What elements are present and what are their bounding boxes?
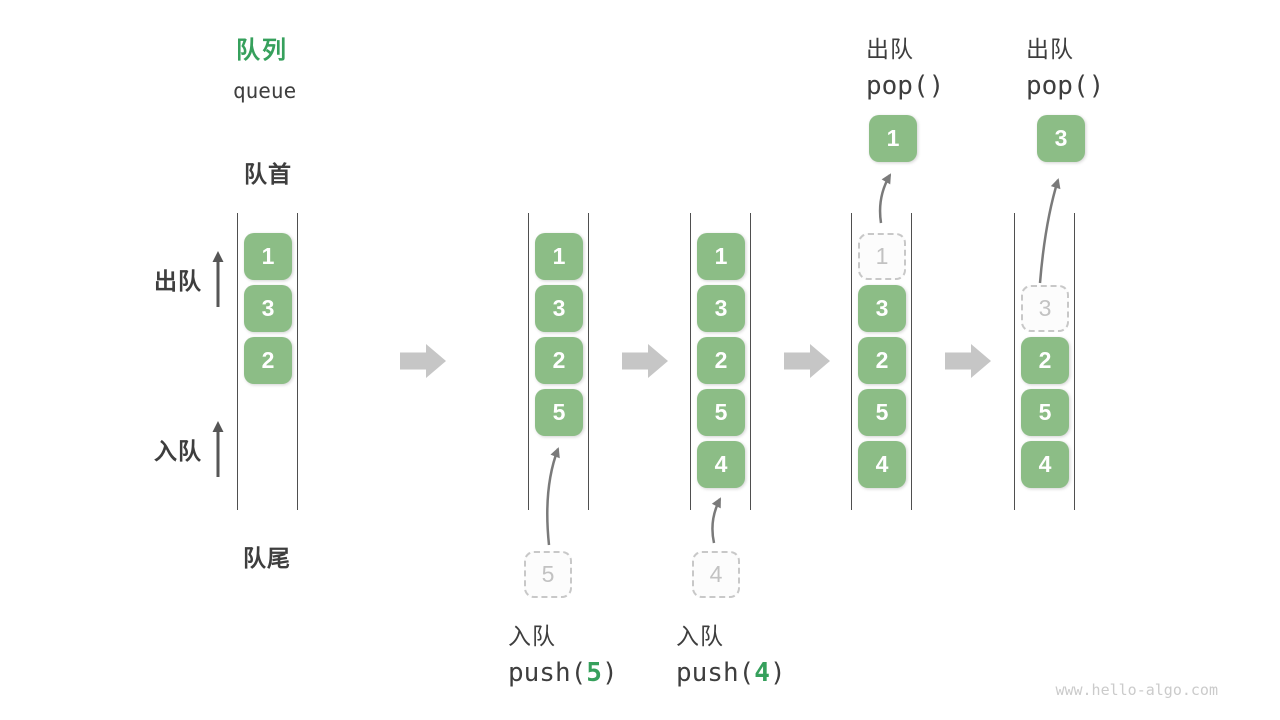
queue-cell: 1 — [244, 233, 292, 280]
code-arg: 5 — [586, 658, 602, 688]
label-dequeue-direction: 出队 — [154, 268, 202, 294]
queue-cell: 4 — [858, 441, 906, 488]
staged-element-box: 5 — [524, 551, 572, 598]
queue-cell: 2 — [697, 337, 745, 384]
op-code: push(4) — [676, 658, 786, 688]
queue-cell: 5 — [535, 389, 583, 436]
queue-cell: 3 — [697, 285, 745, 332]
queue-cell: 5 — [697, 389, 745, 436]
op-label-zh: 出队 — [866, 36, 914, 62]
queue-cell: 3 — [858, 285, 906, 332]
queue-cell: 2 — [858, 337, 906, 384]
step-arrow-icon — [400, 344, 446, 378]
queue-column-state-5: 3 2 5 4 — [1014, 213, 1075, 510]
op-code: pop() — [1026, 71, 1105, 101]
popped-element-box: 1 — [869, 115, 917, 162]
op-label-zh: 入队 — [508, 623, 556, 649]
queue-cell: 4 — [697, 441, 745, 488]
step-arrow-icon — [784, 344, 830, 378]
op-enqueue-push-5: 入队 push(5) — [508, 617, 618, 688]
code-arg: 4 — [754, 658, 770, 688]
queue-cell: 4 — [1021, 441, 1069, 488]
op-dequeue-pop-2: 出队 pop() — [1026, 30, 1104, 101]
queue-cell: 5 — [1021, 389, 1069, 436]
queue-cell: 2 — [535, 337, 583, 384]
queue-column-state-3: 1 3 2 5 4 — [690, 213, 751, 510]
queue-cell: 1 — [535, 233, 583, 280]
op-dequeue-pop-1: 出队 pop() — [866, 30, 944, 101]
code-text: push( — [676, 658, 755, 688]
op-enqueue-push-4: 入队 push(4) — [676, 617, 786, 688]
label-enqueue-direction: 入队 — [154, 438, 202, 464]
queue-column-state-4: 1 3 2 5 4 — [851, 213, 912, 510]
queue-cell: 5 — [858, 389, 906, 436]
queue-cell: 2 — [244, 337, 292, 384]
popped-element-box: 3 — [1037, 115, 1085, 162]
queue-cell-ghost: 1 — [858, 233, 906, 280]
queue-cell: 2 — [1021, 337, 1069, 384]
step-arrow-icon — [945, 344, 991, 378]
queue-cell-ghost: 3 — [1021, 285, 1069, 332]
queue-cell: 3 — [244, 285, 292, 332]
watermark: www.hello-algo.com — [1055, 681, 1218, 699]
label-queue-rear: 队尾 — [243, 545, 291, 571]
queue-cell: 3 — [535, 285, 583, 332]
step-arrow-icon — [622, 344, 668, 378]
queue-column-state-2: 1 3 2 5 — [528, 213, 589, 510]
code-text: ) — [769, 658, 786, 688]
queue-column-state-1: 1 3 2 — [237, 213, 298, 510]
diagram-title-en: queue — [233, 79, 297, 103]
code-text: ) — [601, 658, 618, 688]
op-label-zh: 入队 — [676, 623, 724, 649]
diagram-title-zh: 队列 — [236, 37, 288, 64]
staged-element-box: 4 — [692, 551, 740, 598]
op-label-zh: 出队 — [1026, 36, 1074, 62]
queue-cell: 1 — [697, 233, 745, 280]
label-queue-front: 队首 — [244, 161, 292, 187]
op-code: push(5) — [508, 658, 618, 688]
op-code: pop() — [866, 71, 945, 101]
code-text: push( — [508, 658, 587, 688]
